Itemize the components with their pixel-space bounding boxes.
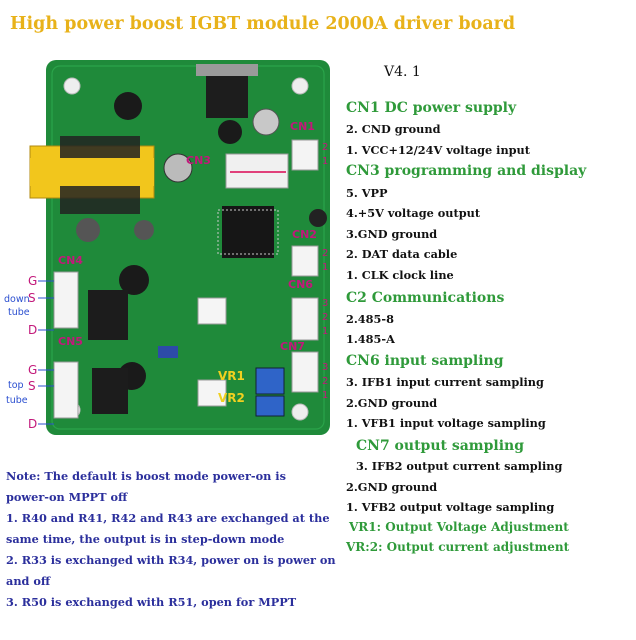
down-tube-label-1: down: [4, 294, 30, 305]
cn4-label: CN4: [58, 254, 83, 267]
note-line: 1. R40 and R41, R42 and R43 are exchange…: [6, 511, 330, 525]
cn6-pin-2: 2: [322, 312, 328, 323]
cn7-pin-1: 1: [322, 390, 328, 401]
pin-description-item: 4.+5V voltage output: [346, 206, 481, 220]
top-tube-label-1: top: [8, 380, 24, 391]
pin-description-item: 1. CLK clock line: [346, 268, 454, 282]
cn4-pin-s: S: [28, 291, 36, 305]
mounting-hole: [291, 77, 309, 95]
driver-board-illustration: CN1 CN3 CN2 CN4 CN6 CN5 CN7 VR1 VR2 2 1 …: [4, 60, 330, 435]
pin-description-item: 1.485-A: [346, 332, 395, 346]
section-heading: VR:2: Output current adjustment: [346, 540, 570, 554]
pin-description-item: 1. VFB1 input voltage sampling: [346, 416, 546, 430]
pin-description-item: 3.GND ground: [346, 227, 438, 241]
cn4-connector: [53, 271, 79, 329]
cn6-pin-3: 3: [322, 298, 328, 309]
note-line: 2. R33 is exchanged with R34, power on i…: [6, 553, 336, 567]
cn4-pin-d: D: [28, 323, 37, 337]
vr2-potentiometer: [255, 395, 285, 417]
cn2-label: CN2: [292, 228, 317, 241]
cn7-connector: [291, 351, 319, 393]
pin-description-item: 2. CND ground: [346, 122, 441, 136]
section-heading: CN7 output sampling: [356, 438, 525, 454]
section-heading: CN6 input sampling: [346, 353, 504, 369]
pin-description-item: 1. VCC+12/24V voltage input: [346, 143, 530, 157]
page-title: High power boost IGBT module 2000A drive…: [10, 14, 516, 34]
cn6-connector: [291, 297, 319, 341]
cn1-pin-2: 2: [322, 142, 328, 153]
pin-description-item: 2.485-8: [346, 312, 394, 326]
vr1-label: VR1: [218, 369, 245, 383]
version-label: V4. 1: [384, 64, 421, 80]
pin-description-item: 3. IFB1 input current sampling: [346, 375, 544, 389]
section-heading: CN3 programming and display: [346, 163, 587, 179]
note-block: Note: The default is boost mode power-on…: [6, 466, 336, 613]
vr2-label: VR2: [218, 391, 245, 405]
cn7-pin-2: 2: [322, 376, 328, 387]
voltage-regulator: [206, 68, 248, 118]
cn4-pin-g: G: [28, 274, 37, 288]
section-heading: VR1: Output Voltage Adjustment: [349, 520, 569, 534]
top-tube-label-2: tube: [6, 395, 28, 406]
note-line: power-on MPPT off: [6, 490, 128, 504]
cn5-pin-s: S: [28, 379, 36, 393]
cn3-label: CN3: [186, 154, 211, 167]
cn1-pin-1: 1: [322, 156, 328, 167]
cn2-pin-2: 2: [322, 248, 328, 259]
cn5-label: CN5: [58, 335, 83, 348]
note-line: same time, the output is in step-down mo…: [6, 532, 285, 546]
cn1-label: CN1: [290, 120, 315, 133]
mounting-hole: [63, 77, 81, 95]
cn1-connector: [291, 139, 319, 171]
cn5-connector: [53, 361, 79, 419]
pin-description-item: 2.GND ground: [346, 396, 438, 410]
cn5-pin-d: D: [28, 417, 37, 431]
pin-description-item: 1. VFB2 output voltage sampling: [346, 500, 555, 514]
pin-description-item: 5. VPP: [346, 186, 388, 200]
vr1-potentiometer: [255, 367, 285, 395]
down-tube-label-2: tube: [8, 307, 30, 318]
cn7-label: CN7: [280, 340, 305, 353]
cn6-label: CN6: [288, 278, 313, 291]
note-line: Note: The default is boost mode power-on…: [6, 469, 286, 483]
section-heading: C2 Communications: [346, 290, 505, 306]
pin-description-item: 2. DAT data cable: [346, 247, 458, 261]
pin-description-item: 3. IFB2 output current sampling: [356, 459, 563, 473]
pin-description-item: 2.GND ground: [346, 480, 438, 494]
pcb-board: [46, 60, 330, 435]
microcontroller-chip: [222, 206, 274, 258]
cn7-pin-3: 3: [322, 362, 328, 373]
cn2-pin-1: 1: [322, 262, 328, 273]
section-heading: CN1 DC power supply: [346, 100, 517, 116]
cn6-pin-1: 1: [322, 326, 328, 337]
note-line: 3. R50 is exchanged with R51, open for M…: [6, 595, 297, 609]
cn5-pin-g: G: [28, 363, 37, 377]
note-line: and off: [6, 574, 51, 588]
cn2-connector: [291, 245, 319, 277]
mounting-hole: [291, 403, 309, 421]
